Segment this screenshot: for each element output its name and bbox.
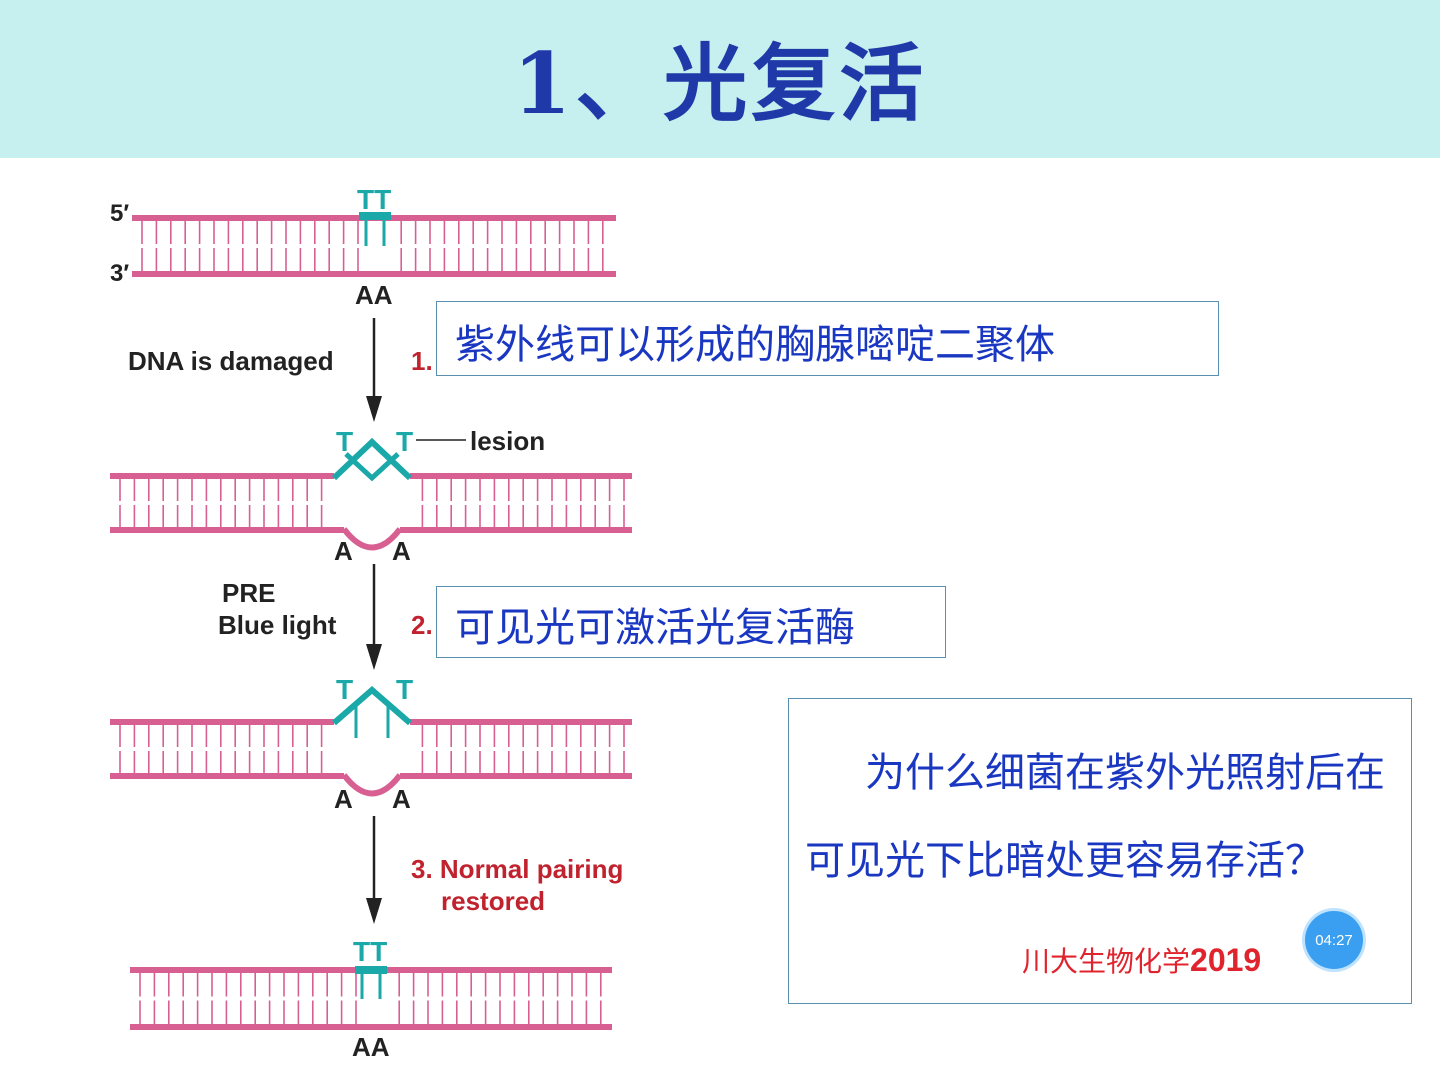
title-bar <box>0 0 1440 158</box>
watermark-text: 川大生物化学 <box>1022 945 1191 978</box>
blue-light-label: Blue light <box>218 610 337 640</box>
aa-bottom-label: AA <box>352 1032 390 1062</box>
aa-top-label: AA <box>355 280 393 310</box>
lesion-label: lesion <box>470 426 546 456</box>
watermark-year: 2019 <box>1190 942 1262 978</box>
arrow-step3 <box>366 816 382 924</box>
dna-ladder-3 <box>110 719 632 779</box>
thymine-dimer-1 <box>331 437 413 482</box>
three-prime-label: 3′ <box>110 260 130 287</box>
adenine-right-2: A <box>392 784 411 814</box>
step3-label-line1: 3. Normal pairing <box>411 854 624 884</box>
dna-ladder-1 <box>132 215 616 277</box>
arrow-step2 <box>366 564 382 670</box>
visible-light-callout: 可见光可激活光复活酶 <box>436 586 946 658</box>
step2-number: 2. <box>411 610 433 640</box>
tt-top-label: TT <box>357 184 392 215</box>
thymine-right-1: T <box>396 426 414 457</box>
timer-badge[interactable]: 04:27 <box>1305 911 1363 969</box>
five-prime-label: 5′ <box>110 200 130 227</box>
adenine-dip-1 <box>341 527 403 551</box>
adenine-dip-2 <box>341 773 403 797</box>
question-text: 为什么细菌在紫外光照射后在可见光下比暗处更容易存活？ <box>805 750 1385 884</box>
page-title: 1、光复活 <box>512 34 928 133</box>
watermark: 川大生物化学2019 <box>1022 940 1261 980</box>
dna-ladder-4 <box>130 967 612 1030</box>
thymine-left-1: T <box>336 426 354 457</box>
tt-bottom-label: TT <box>353 936 388 967</box>
step1-label: DNA is damaged <box>128 346 334 376</box>
dna-ladder-2 <box>110 473 632 533</box>
thymine-left-2: T <box>336 674 354 705</box>
thymine-pair-bottom <box>355 966 387 999</box>
uv-dimer-callout: 紫外线可以形成的胸腺嘧啶二聚体 <box>436 301 1219 376</box>
pre-label: PRE <box>222 578 276 608</box>
adenine-left-1: A <box>334 536 353 566</box>
adenine-right-1: A <box>392 536 411 566</box>
thymine-opened-2 <box>332 686 412 738</box>
step1-number: 1. <box>411 346 433 376</box>
thymine-pair-top <box>359 212 391 246</box>
question-box: 为什么细菌在紫外光照射后在可见光下比暗处更容易存活？ <box>788 698 1412 1004</box>
thymine-right-2: T <box>396 674 414 705</box>
arrow-step1 <box>366 318 382 422</box>
adenine-left-2: A <box>334 784 353 814</box>
step3-label-line2: restored <box>441 886 546 916</box>
